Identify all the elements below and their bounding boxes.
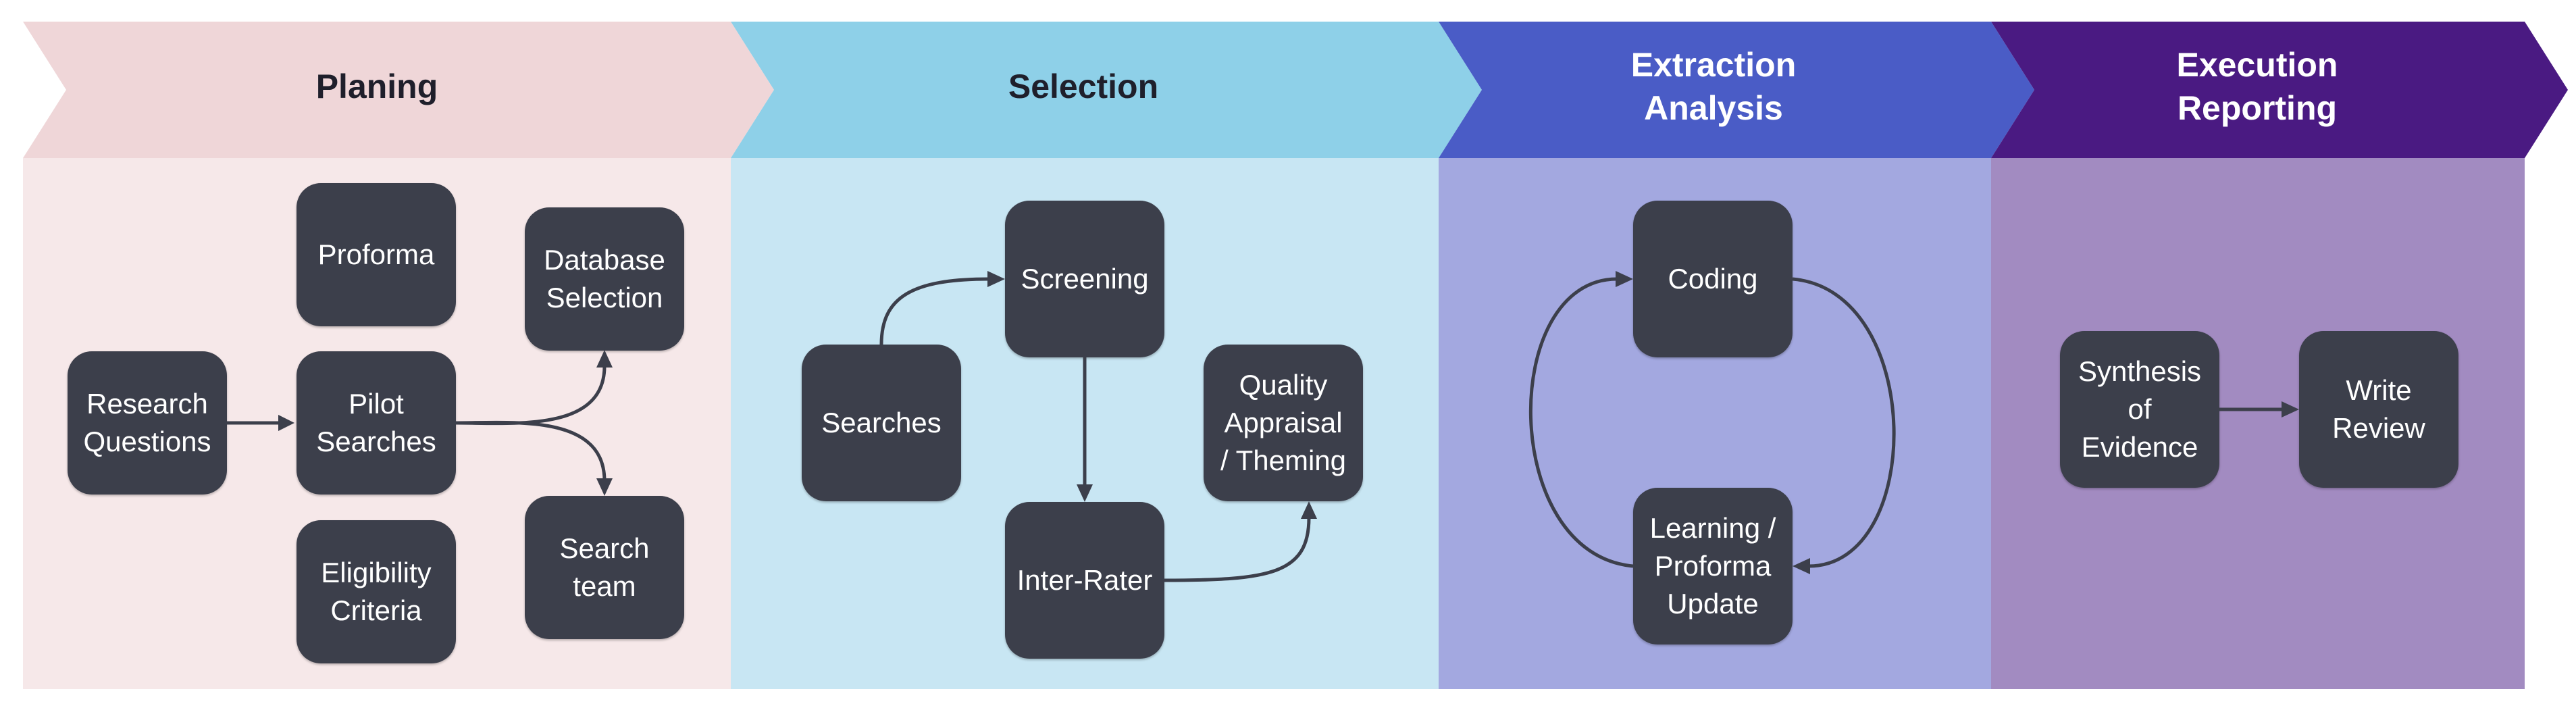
arrow-pilot-to-search-team-head: [596, 478, 613, 496]
arrow-learning-to-coding: [1529, 277, 1634, 568]
node-screening: Screening: [1005, 201, 1164, 357]
node-inter-rater: Inter-Rater: [1005, 502, 1164, 659]
node-database-selection: Database Selection: [525, 207, 684, 351]
arrow-inter-rater-to-quality: [1164, 517, 1311, 582]
phase-label-planing: Planing: [315, 68, 438, 105]
phase-label-extraction-analysis: Extraction Analysis: [1630, 46, 1797, 127]
arrow-searches-to-screening: [879, 277, 989, 345]
arrow-research-to-pilot-head: [278, 415, 294, 431]
node-coding: Coding: [1633, 201, 1793, 357]
arrow-pilot-to-database: [455, 365, 607, 426]
node-write-review: Write Review: [2299, 331, 2458, 488]
node-research-questions: Research Questions: [68, 351, 227, 495]
arrow-inter-rater-to-quality-head: [1301, 501, 1317, 519]
arrow-coding-to-learning: [1792, 277, 1896, 568]
node-proforma: Proforma: [297, 183, 456, 326]
node-pilot-searches: Pilot Searches: [297, 351, 456, 495]
node-synthesis-of-evidence: Synthesis of Evidence: [2060, 331, 2219, 488]
arrow-screening-to-inter-rater-head: [1077, 484, 1093, 502]
planing-chevron: [23, 22, 774, 158]
arrow-pilot-to-database-head: [596, 350, 613, 368]
node-quality-appraisal: Quality Appraisal / Theming: [1204, 345, 1363, 501]
node-eligibility-criteria: Eligibility Criteria: [297, 520, 456, 663]
arrow-learning-to-coding-head: [1616, 271, 1633, 287]
arrow-pilot-to-search-team: [455, 420, 607, 482]
phase-label-execution-reporting: Execution Reporting: [2176, 46, 2338, 127]
node-search-team: Search team: [525, 496, 684, 639]
arrow-synthesis-to-write-review-head: [2282, 401, 2299, 418]
phase-label-selection: Selection: [1008, 68, 1159, 105]
arrow-searches-to-screening-head: [987, 271, 1005, 287]
extraction-chevron: [1439, 22, 2034, 158]
node-learning-proforma-update: Learning / Proforma Update: [1633, 488, 1793, 644]
node-searches: Searches: [802, 345, 961, 501]
execution-chevron: [1991, 22, 2568, 158]
selection-chevron: [731, 22, 1482, 158]
arrow-coding-to-learning-head: [1793, 558, 1810, 574]
